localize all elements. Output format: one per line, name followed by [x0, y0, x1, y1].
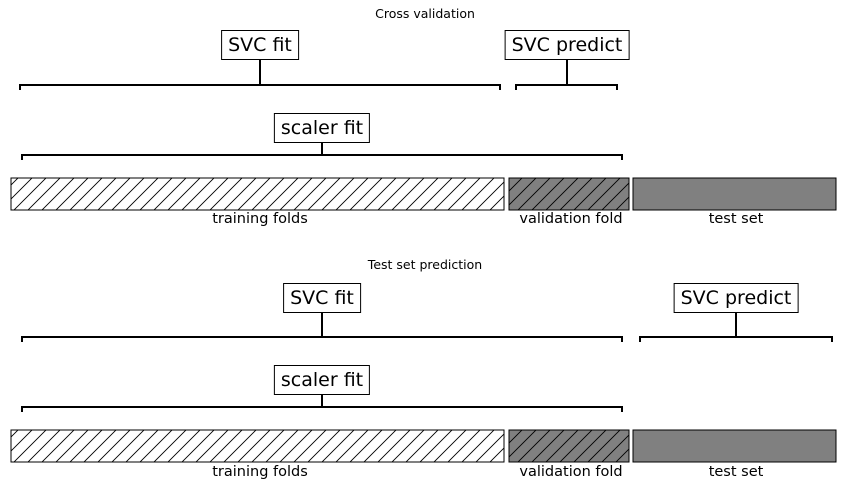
scaler-fit-box: scaler fit — [273, 365, 371, 395]
bracket-SVC-predict — [515, 60, 618, 90]
training-folds-label: training folds — [212, 211, 308, 227]
bracket-scaler-fit — [21, 395, 623, 412]
svc-fit-box: SVC fit — [283, 283, 361, 313]
svc-predict-box: SVC predict — [673, 283, 799, 313]
panel-title: Test set prediction — [367, 257, 483, 272]
svc-predict-box: SVC predict — [504, 30, 630, 60]
test-set-label: test set — [708, 211, 764, 227]
segment-bar-validation-fold — [508, 177, 630, 211]
segment-bar-test-set — [632, 429, 837, 463]
test-set-label: test set — [708, 464, 764, 480]
panel-title: Cross validation — [375, 6, 475, 21]
bracket-SVC-fit — [21, 313, 623, 342]
training-folds-label: training folds — [212, 464, 308, 480]
validation-fold-label: validation fold — [519, 464, 623, 480]
svc-fit-box: SVC fit — [221, 30, 299, 60]
segment-bar-training-folds — [10, 177, 505, 211]
bracket-SVC-predict — [639, 313, 833, 342]
segment-bar-test-set — [632, 177, 837, 211]
bracket-SVC-fit — [19, 60, 501, 90]
segment-bar-validation-fold — [508, 429, 630, 463]
scaler-fit-box: scaler fit — [273, 113, 371, 143]
bracket-scaler-fit — [21, 143, 623, 160]
segment-bar-training-folds — [10, 429, 505, 463]
validation-fold-label: validation fold — [519, 211, 623, 227]
